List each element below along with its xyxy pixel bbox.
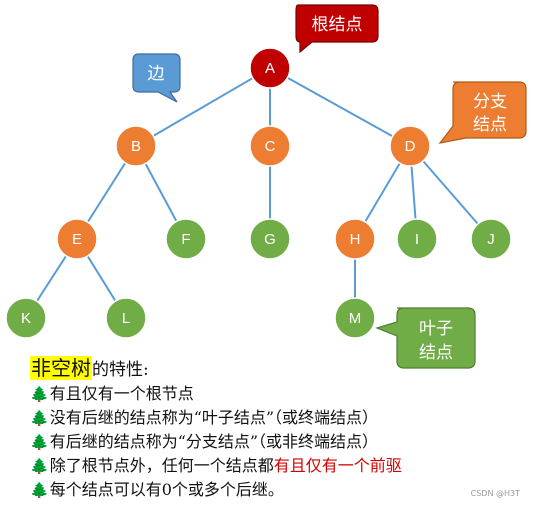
properties-block: 非空树的特性: 🌲有且仅有一个根节点 🌲没有后继的结点称为“叶子结点”（或终端结… bbox=[30, 356, 530, 502]
edge-A-B bbox=[135, 67, 271, 147]
node-circle bbox=[165, 218, 207, 260]
node-label: C bbox=[265, 138, 276, 155]
node-circle bbox=[389, 125, 431, 167]
node-I: I bbox=[396, 218, 438, 260]
callout-leaf: 叶子 结点 bbox=[375, 307, 476, 369]
callout-branch: 分支 结点 bbox=[438, 81, 527, 144]
node-label: K bbox=[21, 310, 31, 327]
callout-root-text: 根结点 bbox=[312, 15, 363, 35]
callout-edge: 边 bbox=[132, 53, 181, 103]
callout-branch-shape bbox=[438, 81, 527, 144]
node-M: M bbox=[334, 297, 376, 339]
callout-branch-line2: 结点 bbox=[473, 115, 507, 135]
node-label: L bbox=[122, 310, 130, 327]
watermark: CSDN @H3T bbox=[470, 489, 520, 498]
node-circle bbox=[249, 47, 291, 89]
tree-icon: 🌲 bbox=[30, 433, 49, 451]
node-A: A bbox=[249, 47, 291, 89]
node-label: D bbox=[405, 138, 416, 155]
property-item: 🌲每个结点可以有0个或多个后继。 bbox=[30, 480, 284, 499]
callout-edge-shape bbox=[132, 53, 181, 103]
node-circle bbox=[56, 218, 98, 260]
node-H: H bbox=[334, 218, 376, 260]
callout-root: 根结点 bbox=[295, 4, 379, 54]
callout-root-shape bbox=[295, 4, 379, 54]
node-label: M bbox=[349, 310, 362, 327]
node-circle bbox=[249, 125, 291, 167]
node-label: H bbox=[350, 231, 361, 248]
node-label: I bbox=[415, 231, 419, 248]
node-K: K bbox=[5, 297, 47, 339]
node-label: A bbox=[265, 60, 275, 77]
callout-leaf-line1: 叶子 bbox=[419, 319, 453, 339]
node-L: L bbox=[105, 297, 147, 339]
node-circle bbox=[5, 297, 47, 339]
node-circle bbox=[249, 218, 291, 260]
node-label: B bbox=[131, 138, 141, 155]
node-circle bbox=[334, 218, 376, 260]
tree-icon: 🌲 bbox=[30, 457, 49, 475]
node-G: G bbox=[249, 218, 291, 260]
node-label: F bbox=[181, 231, 190, 248]
edge-A-D bbox=[269, 67, 411, 147]
node-circle bbox=[334, 297, 376, 339]
highlight-term: 非空树 bbox=[30, 356, 92, 380]
node-label: G bbox=[264, 231, 276, 248]
tree-edges bbox=[25, 67, 492, 319]
callout-branch-line1: 分支 bbox=[473, 92, 507, 112]
node-circle bbox=[470, 218, 512, 260]
tree-nodes: A B C D E F G H I J K L M bbox=[5, 47, 512, 339]
heading-suffix: 的特性: bbox=[92, 360, 149, 380]
properties-heading: 非空树的特性: bbox=[30, 356, 530, 382]
node-C: C bbox=[249, 125, 291, 167]
node-label: E bbox=[72, 231, 82, 248]
node-J: J bbox=[470, 218, 512, 260]
node-circle bbox=[115, 125, 157, 167]
property-item: 🌲除了根节点外，任何一个结点都有且仅有一个前驱 bbox=[30, 456, 402, 475]
node-label: J bbox=[487, 231, 495, 248]
tree-icon: 🌲 bbox=[30, 409, 49, 427]
callout-leaf-shape bbox=[375, 307, 476, 369]
node-circle bbox=[396, 218, 438, 260]
node-F: F bbox=[165, 218, 207, 260]
tree-icon: 🌲 bbox=[30, 481, 49, 499]
emphasis-red: 有且仅有一个前驱 bbox=[273, 456, 402, 475]
node-D: D bbox=[389, 125, 431, 167]
node-B: B bbox=[115, 125, 157, 167]
property-item: 🌲有后继的结点称为“分支结点”（或非终端结点） bbox=[30, 432, 379, 451]
node-E: E bbox=[56, 218, 98, 260]
tree-icon: 🌲 bbox=[30, 385, 49, 403]
node-circle bbox=[105, 297, 147, 339]
property-item: 🌲没有后继的结点称为“叶子结点”（或终端结点） bbox=[30, 408, 379, 427]
callout-leaf-line2: 结点 bbox=[419, 343, 453, 363]
property-item: 🌲有且仅有一个根节点 bbox=[30, 384, 194, 403]
callout-edge-text: 边 bbox=[148, 64, 165, 84]
